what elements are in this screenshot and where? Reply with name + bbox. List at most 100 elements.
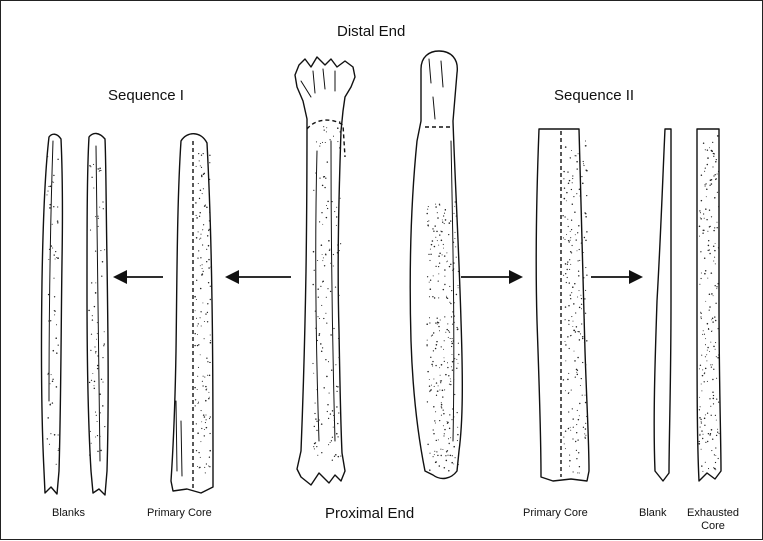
stipple-dot bbox=[92, 319, 93, 320]
stipple-dot bbox=[197, 345, 198, 346]
stipple-dot bbox=[566, 192, 568, 194]
stipple-dot bbox=[569, 466, 570, 467]
stipple-dot bbox=[704, 334, 705, 335]
blank-left-a bbox=[41, 134, 62, 494]
stipple-dot bbox=[573, 303, 575, 305]
stipple-dot bbox=[449, 286, 450, 287]
stipple-dot bbox=[195, 202, 197, 204]
stipple-dot bbox=[565, 341, 566, 342]
stipple-dot bbox=[47, 417, 49, 419]
stipple-dot bbox=[700, 251, 701, 252]
stipple-dot bbox=[458, 363, 459, 364]
stipple-dot bbox=[701, 384, 702, 385]
stipple-dot bbox=[565, 263, 567, 265]
stipple-dot bbox=[573, 330, 575, 332]
stipple-dot bbox=[714, 227, 715, 228]
stipple-dot bbox=[322, 347, 323, 348]
stipple-dot bbox=[700, 419, 701, 420]
stipple-dot bbox=[438, 273, 439, 274]
stipple-dot bbox=[578, 419, 580, 421]
stipple-dot bbox=[444, 316, 445, 317]
stipple-dot bbox=[336, 406, 337, 407]
stipple-dot bbox=[700, 427, 701, 428]
stipple-dot bbox=[567, 171, 568, 172]
stipple-dot bbox=[200, 165, 201, 166]
stipple-dot bbox=[705, 356, 706, 357]
stipple-dot bbox=[712, 438, 713, 439]
stipple-dot bbox=[563, 237, 564, 238]
stipple-dot bbox=[708, 250, 709, 251]
stipple-dot bbox=[450, 437, 451, 438]
stipple-dot bbox=[705, 344, 706, 345]
stipple-dot bbox=[58, 258, 59, 259]
stipple-dot bbox=[576, 239, 577, 240]
stipple-dot bbox=[449, 414, 450, 415]
stipple-dot bbox=[54, 434, 56, 436]
stipple-dot bbox=[582, 336, 584, 338]
stipple-dot bbox=[327, 404, 328, 405]
stipple-dot bbox=[713, 295, 714, 296]
stipple-dot bbox=[97, 365, 99, 367]
stipple-dot bbox=[712, 142, 713, 143]
stipple-dot bbox=[320, 286, 321, 287]
stipple-dot bbox=[706, 219, 707, 220]
stipple-dot bbox=[584, 237, 585, 238]
stipple-dot bbox=[431, 385, 432, 386]
stipple-dot bbox=[198, 183, 199, 184]
stipple-dot bbox=[706, 354, 707, 355]
stipple-dot bbox=[196, 237, 198, 239]
stipple-dot bbox=[586, 231, 587, 232]
stipple-dot bbox=[702, 369, 703, 370]
stipple-dot bbox=[568, 411, 569, 412]
stipple-dot bbox=[206, 207, 208, 209]
bone-front-view bbox=[295, 57, 355, 485]
stipple-dot bbox=[91, 380, 92, 381]
stipple-dot bbox=[336, 433, 338, 435]
stipple-dot bbox=[573, 427, 574, 428]
stipple-dot bbox=[568, 392, 569, 393]
stipple-dot bbox=[197, 334, 198, 335]
primary-core-right bbox=[536, 129, 589, 481]
stipple-dot bbox=[58, 448, 59, 449]
stipple-dot bbox=[333, 254, 334, 255]
stipple-dot bbox=[313, 373, 314, 374]
stipple-dot bbox=[327, 288, 328, 289]
stipple-dot bbox=[569, 282, 570, 283]
stipple-dot bbox=[317, 340, 318, 341]
stipple-dot bbox=[209, 220, 210, 221]
stipple-dot bbox=[47, 154, 48, 155]
primary-core-left-label: Primary Core bbox=[147, 507, 212, 520]
stipple-dot bbox=[453, 446, 455, 448]
stipple-dot bbox=[198, 250, 199, 251]
stipple-dot bbox=[576, 161, 578, 163]
stipple-dot bbox=[578, 153, 579, 154]
stipple-dot bbox=[100, 450, 102, 452]
stipple-dot bbox=[99, 170, 100, 171]
stipple-dot bbox=[196, 299, 197, 300]
stipple-dot bbox=[703, 230, 705, 232]
stipple-dot bbox=[571, 292, 572, 293]
stipple-dot bbox=[202, 302, 203, 303]
stipple-dot bbox=[709, 351, 710, 352]
stipple-dot bbox=[577, 357, 579, 359]
stipple-dot bbox=[454, 238, 455, 239]
stipple-dot bbox=[50, 404, 51, 405]
stipple-dot bbox=[337, 436, 338, 437]
stipple-dot bbox=[313, 190, 314, 191]
stipple-dot bbox=[709, 253, 711, 255]
stipple-dot bbox=[451, 462, 453, 464]
stipple-dot bbox=[713, 175, 714, 176]
stipple-dot bbox=[703, 143, 704, 144]
stipple-dot bbox=[700, 316, 701, 317]
stipple-dot bbox=[317, 288, 319, 290]
stipple-dot bbox=[100, 170, 101, 171]
stipple-dot bbox=[208, 230, 209, 231]
stipple-dot bbox=[458, 247, 459, 248]
stipple-dot bbox=[444, 340, 445, 341]
stipple-dot bbox=[701, 390, 702, 391]
stipple-dot bbox=[200, 317, 201, 318]
stipple-dot bbox=[335, 287, 336, 288]
stipple-dot bbox=[441, 402, 442, 403]
stipple-dot bbox=[571, 229, 572, 230]
